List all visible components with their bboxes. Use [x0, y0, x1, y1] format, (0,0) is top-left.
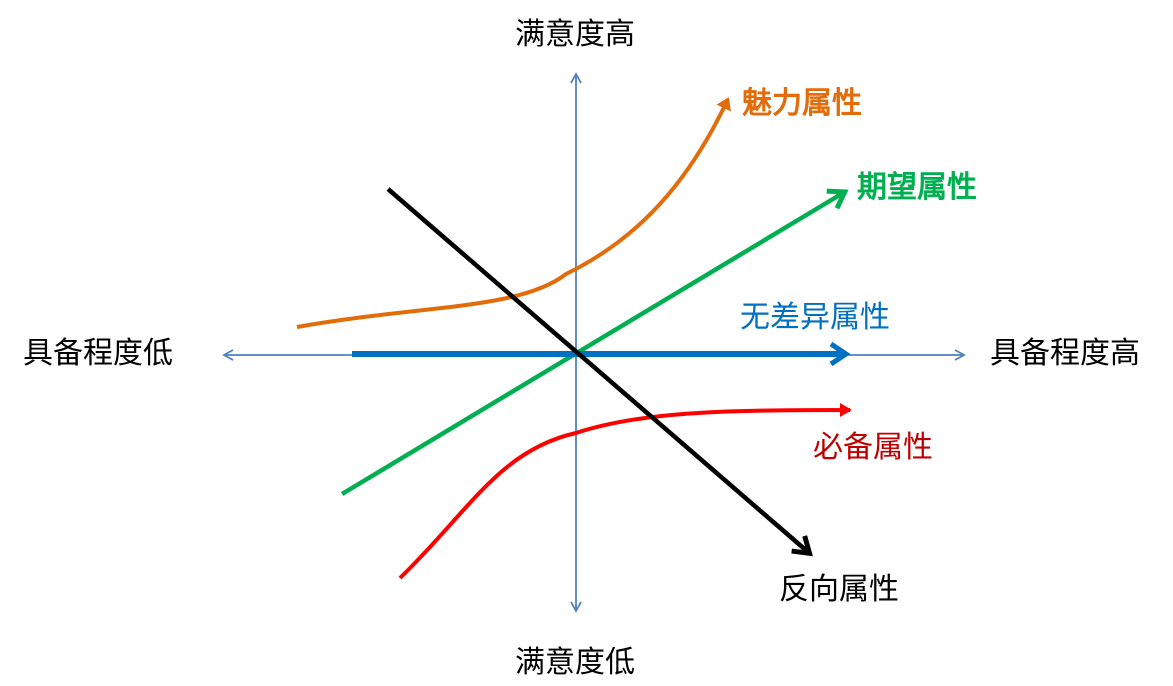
y-axis-top-label: 满意度高: [515, 17, 635, 52]
reverse-label: 反向属性: [779, 572, 899, 607]
attractive-curve: [296, 97, 731, 329]
x-axis-left-label: 具备程度低: [23, 336, 173, 371]
expected-line: [340, 188, 849, 496]
y-axis-bottom-label: 满意度低: [515, 645, 635, 680]
reverse-line: [386, 187, 813, 557]
expected-label: 期望属性: [857, 170, 977, 205]
x-axis-right-label: 具备程度高: [990, 336, 1140, 371]
must-label: 必备属性: [813, 430, 933, 465]
indifferent-label: 无差异属性: [740, 300, 890, 335]
must-curve: [398, 403, 852, 580]
attractive-label: 魅力属性: [742, 86, 862, 121]
